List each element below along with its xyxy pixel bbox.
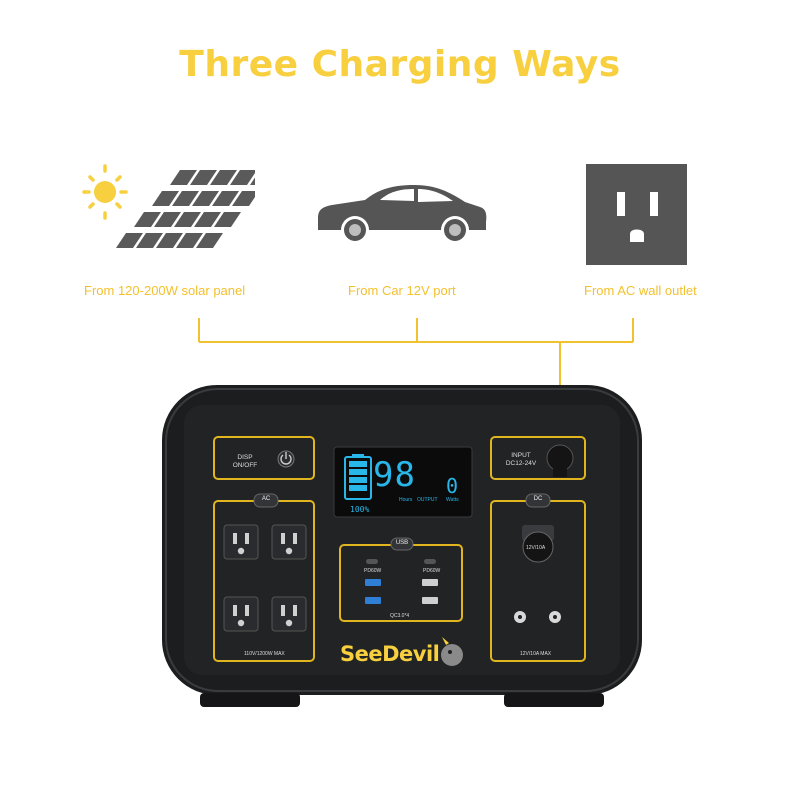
- car-icon: [310, 180, 490, 250]
- usb-a-2: [365, 597, 381, 604]
- power-station: [162, 385, 642, 715]
- solar-cell: [194, 212, 221, 227]
- cig-label: 12V/10A: [526, 545, 546, 551]
- solar-cell: [170, 170, 197, 185]
- ac-outlet: [271, 524, 307, 560]
- lcd-output-label: OUTPUT: [417, 497, 438, 503]
- lcd-hours-value: 98: [373, 455, 416, 495]
- solar-cell: [196, 233, 223, 248]
- usb-a-1: [365, 579, 381, 586]
- disp-label: DISP: [237, 454, 253, 461]
- ac-caption: From AC wall outlet: [584, 283, 697, 298]
- ac-outlet: [223, 596, 259, 632]
- lcd-watts-label: Watts: [446, 497, 459, 503]
- input-panel: [490, 436, 586, 480]
- lcd-percent: 100%: [350, 505, 370, 514]
- disp-panel: [213, 436, 315, 480]
- onoff-label: ON/OFF: [232, 462, 258, 469]
- usb-a-3: [422, 579, 438, 586]
- solar-panel-icon: [80, 162, 255, 267]
- solar-cell: [176, 233, 203, 248]
- ac-outlet-icon: [586, 164, 687, 265]
- solar-cell: [192, 191, 219, 206]
- solar-cell: [214, 212, 241, 227]
- solar-cell: [190, 170, 217, 185]
- sun-icon: [82, 164, 128, 220]
- lcd-output-value: 0: [446, 474, 459, 498]
- car-caption: From Car 12V port: [348, 283, 456, 298]
- solar-cell: [212, 191, 239, 206]
- usb-tag: USB: [395, 540, 409, 546]
- devil-logo-icon: [441, 637, 463, 666]
- solar-cell: [152, 191, 179, 206]
- solar-cell: [230, 170, 255, 185]
- solar-caption: From 120-200W solar panel: [84, 283, 246, 298]
- usb-c-right: [424, 559, 436, 564]
- ac-tag: AC: [261, 496, 271, 502]
- ac-outlet: [223, 524, 259, 560]
- solar-cell: [116, 233, 143, 248]
- solar-cell: [136, 233, 163, 248]
- brand-logo: SeeDevil: [340, 642, 440, 666]
- solar-cell: [174, 212, 201, 227]
- solar-cell: [210, 170, 237, 185]
- cigarette-port: [522, 531, 554, 563]
- solar-cell: [172, 191, 199, 206]
- ac-max-label: 110V/1200W MAX: [244, 651, 285, 657]
- power-icon: [280, 454, 292, 465]
- dc-max-label: 12V/10A MAX: [520, 651, 552, 657]
- pd-left-label: PD60W: [364, 568, 382, 574]
- input-voltage-label: DC12-24V: [505, 460, 537, 467]
- page-title: Three Charging Ways: [179, 44, 621, 85]
- qc-label: QC3.0*4: [390, 613, 410, 619]
- solar-cell: [154, 212, 181, 227]
- pd-right-label: PD60W: [423, 568, 441, 574]
- solar-cell: [250, 177, 255, 185]
- solar-cell: [134, 212, 161, 227]
- solar-cell: [232, 191, 255, 206]
- usb-a-4: [422, 597, 438, 604]
- lcd-hours-label: Hours: [399, 497, 413, 503]
- solar-cell: [156, 233, 183, 248]
- usb-c-left: [366, 559, 378, 564]
- ac-outlet: [271, 596, 307, 632]
- dc-tag: DC: [533, 496, 543, 502]
- input-label: INPUT: [511, 452, 531, 459]
